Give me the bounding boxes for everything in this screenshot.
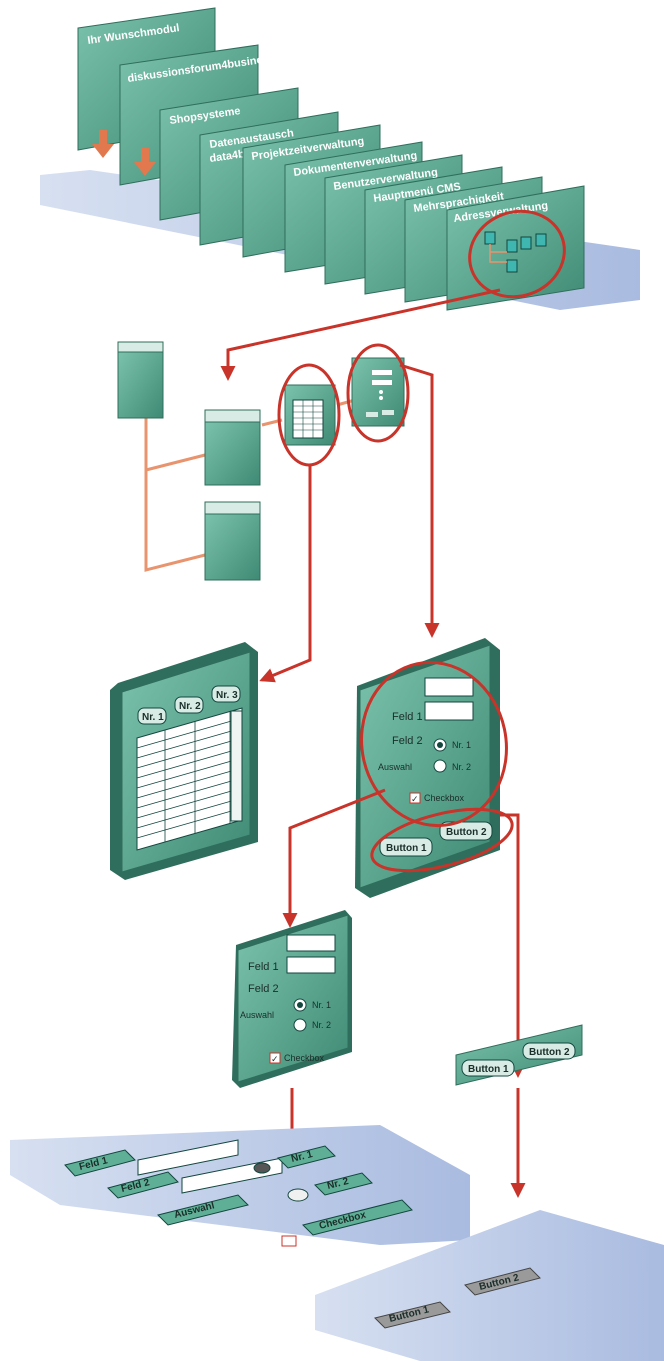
- form-nr1-label: Nr. 1: [452, 740, 471, 750]
- form-panel: Feld 1 Feld 2 Auswahl Nr. 1 Nr. 2 ✓ Chec…: [355, 638, 514, 898]
- module-tree: [117, 341, 410, 581]
- small-feld1-label: Feld 1: [248, 961, 279, 973]
- button-1[interactable]: Button 1: [379, 837, 433, 857]
- exploded-input-1[interactable]: [137, 1139, 239, 1176]
- highlight-circle: [468, 209, 566, 299]
- small-radio-nr2[interactable]: [293, 1018, 307, 1032]
- exploded-checkbox[interactable]: [281, 1235, 297, 1247]
- bar-button-2-label: Button 2: [529, 1047, 570, 1058]
- tab-nr1[interactable]: Nr. 1: [137, 707, 167, 725]
- check-mark-icon: ✓: [271, 1054, 279, 1064]
- form-feld2-label: Feld 2: [392, 735, 423, 747]
- highlight-circle: [360, 660, 508, 828]
- exploded-radio-2[interactable]: [287, 1188, 309, 1202]
- table-panel: Nr. 1 Nr. 2 Nr. 3: [110, 642, 258, 880]
- small-feld1-input[interactable]: [286, 934, 336, 952]
- data-table-grid[interactable]: [136, 707, 243, 851]
- form-checkbox-label: Checkbox: [424, 793, 465, 803]
- bar-button-2[interactable]: Button 2: [522, 1042, 576, 1060]
- small-checkbox[interactable]: [269, 1052, 281, 1064]
- tree-node-form-thumb: [351, 357, 405, 427]
- tree-node-child: [204, 409, 261, 486]
- small-feld2-label: Feld 2: [248, 983, 279, 995]
- small-feld2-input[interactable]: [286, 956, 336, 974]
- tab-nr3-label: Nr. 3: [216, 690, 238, 701]
- exploded-radio-1[interactable]: [253, 1162, 271, 1174]
- exploded-nr1[interactable]: Nr. 1: [277, 1145, 336, 1169]
- tree-node-child: [204, 501, 261, 581]
- bar-button-1[interactable]: Button 1: [461, 1059, 515, 1077]
- flow-arrow: [220, 288, 501, 381]
- exploded-nr1-label: Nr. 1: [290, 1149, 314, 1165]
- tab-nr2[interactable]: Nr. 2: [174, 696, 204, 714]
- radio-nr2[interactable]: [433, 759, 447, 773]
- form-nr2-label: Nr. 2: [452, 762, 471, 772]
- down-arrow-icon: [134, 148, 156, 176]
- tab-nr1-label: Nr. 1: [142, 712, 164, 723]
- down-arrow-icon: [92, 130, 114, 158]
- form-auswahl-label: Auswahl: [378, 762, 412, 772]
- feld1-input[interactable]: [424, 677, 474, 697]
- small-nr2-label: Nr. 2: [312, 1020, 331, 1030]
- flow-arrow: [500, 813, 526, 1078]
- tab-nr3[interactable]: Nr. 3: [211, 685, 241, 703]
- button-bar-panel: Button 1 Button 2: [455, 1024, 583, 1086]
- exploded-buttons-floor: Button 1 Button 2: [315, 1210, 664, 1361]
- small-checkbox-label: Checkbox: [284, 1053, 325, 1063]
- exploded-feld1[interactable]: Feld 1: [64, 1149, 136, 1177]
- highlight-circle: [370, 807, 514, 873]
- small-form-panel: Feld 1 Feld 2 Auswahl Nr. 1 Nr. 2 ✓ Chec…: [232, 910, 352, 1088]
- exploded-feld2[interactable]: Feld 2: [107, 1171, 179, 1199]
- flow-arrow: [399, 363, 440, 638]
- button-1-label: Button 1: [386, 843, 427, 854]
- button-2-label: Button 2: [446, 827, 487, 838]
- exploded-form-floor: Feld 1 Feld 2 Auswahl Nr. 1 Nr. 2 Checkb…: [10, 1125, 470, 1247]
- small-auswahl-label: Auswahl: [240, 1010, 274, 1020]
- feld2-input[interactable]: [424, 701, 474, 721]
- small-nr1-label: Nr. 1: [312, 1000, 331, 1010]
- module-stack: Ihr Wunschmodul diskussionsforum4busines…: [40, 7, 640, 311]
- tree-node-table-thumb: [284, 384, 336, 446]
- flow-arrow: [259, 465, 312, 683]
- tab-nr2-label: Nr. 2: [179, 701, 201, 712]
- flow-arrow: [282, 788, 386, 928]
- button-2[interactable]: Button 2: [439, 821, 493, 841]
- exploded-nr2-label: Nr. 2: [326, 1176, 350, 1192]
- check-mark-icon: ✓: [411, 794, 419, 804]
- form-feld1-label: Feld 1: [392, 711, 423, 723]
- exploded-nr2[interactable]: Nr. 2: [314, 1172, 373, 1196]
- tree-node-root: [117, 341, 164, 419]
- scrollbar[interactable]: [230, 710, 243, 822]
- checkbox-input[interactable]: [409, 792, 421, 804]
- bar-button-1-label: Button 1: [468, 1064, 509, 1075]
- highlight-circle: [346, 343, 410, 443]
